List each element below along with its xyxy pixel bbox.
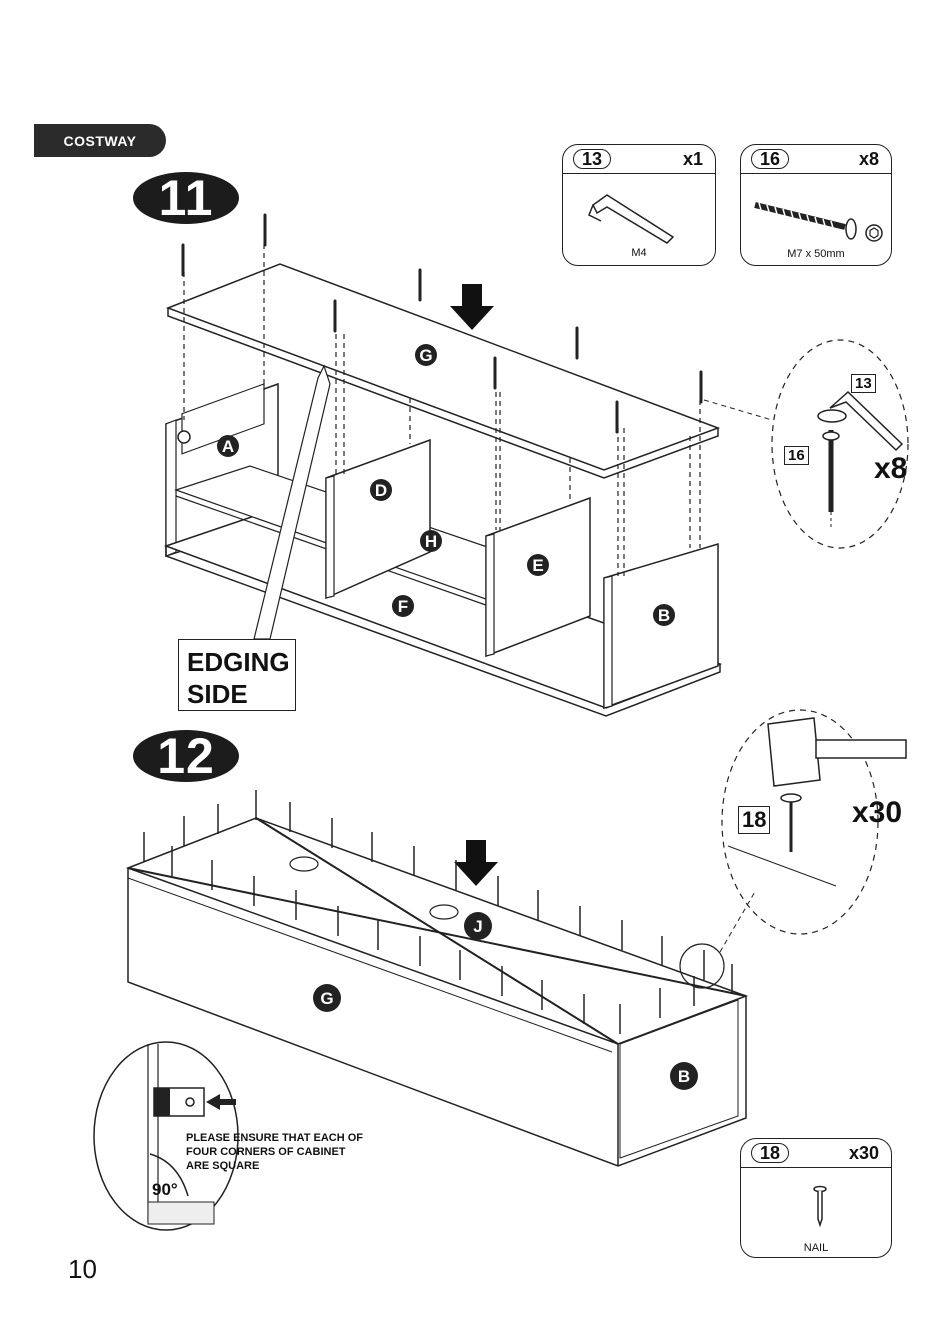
edging-side-label: EDGING SIDE (178, 639, 296, 711)
panel-label-b: B (658, 606, 670, 625)
detail-tool-number: 13 (851, 374, 876, 393)
panel-label-j: J (473, 917, 482, 936)
panel-label-d: D (375, 481, 387, 500)
edging-label-line-1: EDGING (187, 646, 295, 678)
detail-nail-multiplier: x30 (852, 796, 902, 830)
panel-label-a: A (222, 437, 234, 456)
detail-nail-number: 18 (738, 806, 770, 834)
edging-label-line-2: SIDE (187, 678, 295, 710)
panel-label-g: G (419, 346, 432, 365)
angle-label: 90° (152, 1180, 178, 1200)
page-number: 10 (68, 1254, 97, 1285)
panel-label-e: E (532, 556, 543, 575)
panel-label-f: F (398, 597, 408, 616)
detail-multiplier: x8 (874, 452, 907, 486)
square-corners-note: PLEASE ENSURE THAT EACH OF FOUR CORNERS … (186, 1131, 366, 1173)
panel-label-h: H (425, 532, 437, 551)
panel-label-g-12: G (320, 989, 333, 1008)
detail-screw-number: 16 (784, 446, 809, 465)
panel-label-b-12: B (678, 1067, 690, 1086)
